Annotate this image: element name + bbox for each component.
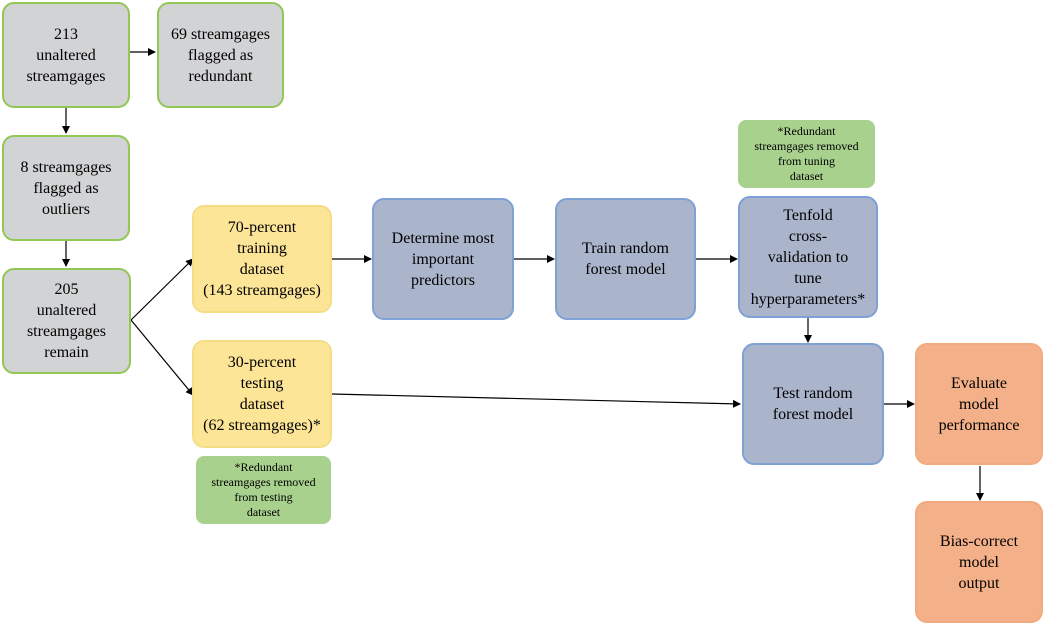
outliers-8-box: 8 streamgages flagged as outliers bbox=[2, 135, 130, 241]
tuning-note-label: *Redundant streamgages removed from tuni… bbox=[754, 124, 859, 183]
testing-dataset-box: 30-percent testing dataset (62 streamgag… bbox=[192, 340, 332, 448]
arrow-205-to-training bbox=[130, 258, 194, 321]
train-model-box: Train random forest model bbox=[555, 198, 696, 320]
evaluate-box: Evaluate model performance bbox=[915, 343, 1043, 465]
training-dataset-label: 70-percent training dataset (143 streamg… bbox=[203, 219, 321, 299]
tuning-note: *Redundant streamgages removed from tuni… bbox=[738, 120, 875, 188]
arrow-205-to-testing bbox=[130, 319, 194, 396]
arrow-testing-to-test bbox=[331, 393, 741, 408]
unaltered-213-label: 213 unaltered streamgages bbox=[26, 25, 106, 85]
redundant-69-label: 69 streamgages flagged as redundant bbox=[170, 25, 271, 85]
bias-correct-label: Bias-correct model output bbox=[939, 532, 1019, 592]
remain-205-box: 205 unaltered streamgages remain bbox=[2, 268, 131, 374]
bias-correct-box: Bias-correct model output bbox=[915, 501, 1043, 623]
tenfold-box: Tenfold cross- validation to tune hyperp… bbox=[738, 196, 878, 318]
predictors-box: Determine most important predictors bbox=[372, 198, 514, 320]
redundant-69-box: 69 streamgages flagged as redundant bbox=[157, 2, 284, 108]
testing-note: *Redundant streamgages removed from test… bbox=[196, 456, 331, 524]
testing-dataset-label: 30-percent testing dataset (62 streamgag… bbox=[203, 354, 321, 434]
train-model-label: Train random forest model bbox=[582, 240, 669, 278]
test-model-label: Test random forest model bbox=[772, 385, 854, 423]
outliers-8-label: 8 streamgages flagged as outliers bbox=[20, 158, 112, 218]
test-model-box: Test random forest model bbox=[742, 343, 884, 465]
training-dataset-box: 70-percent training dataset (143 streamg… bbox=[192, 205, 332, 313]
testing-note-label: *Redundant streamgages removed from test… bbox=[211, 460, 316, 519]
unaltered-213-box: 213 unaltered streamgages bbox=[2, 2, 130, 108]
evaluate-label: Evaluate model performance bbox=[938, 374, 1020, 434]
remain-205-label: 205 unaltered streamgages remain bbox=[26, 281, 107, 361]
tenfold-label: Tenfold cross- validation to tune hyperp… bbox=[750, 206, 866, 308]
predictors-label: Determine most important predictors bbox=[391, 229, 495, 289]
